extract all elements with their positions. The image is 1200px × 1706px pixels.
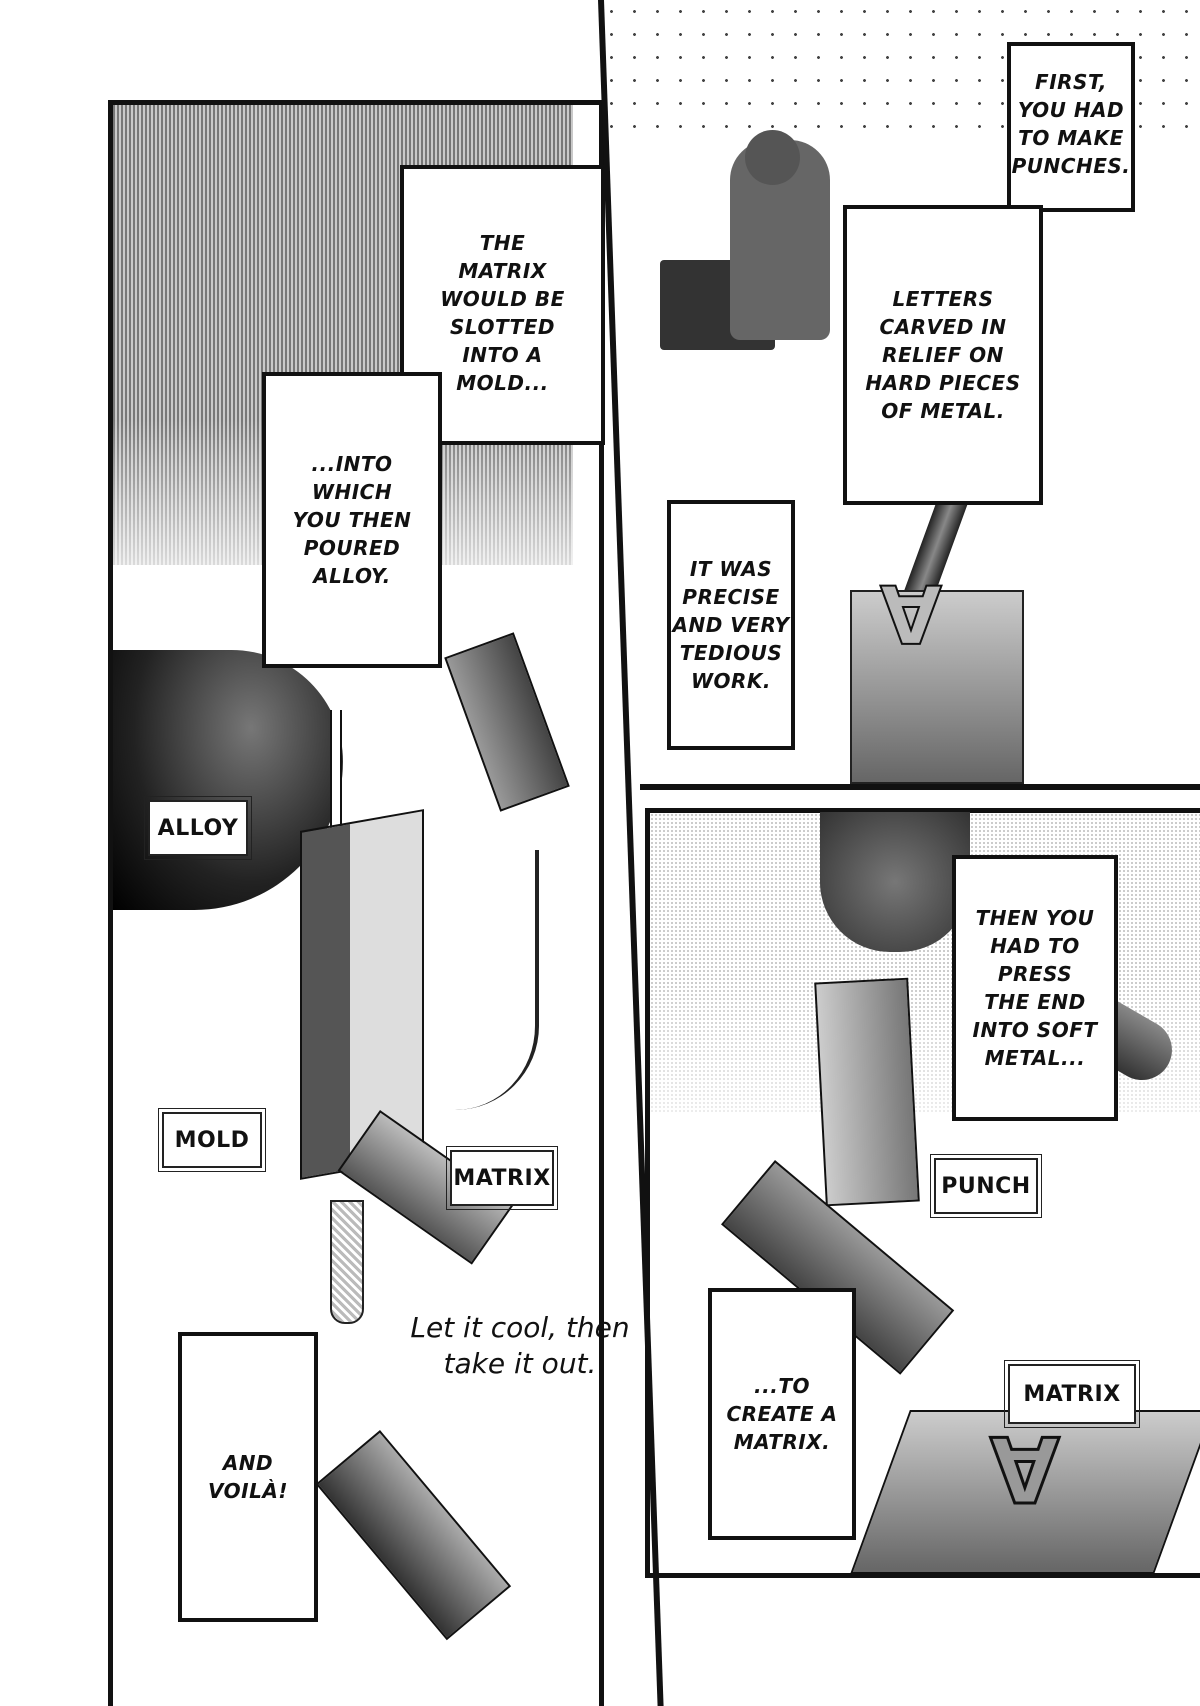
caption-create-matrix: ...TO CREATE A MATRIX. bbox=[708, 1288, 856, 1540]
caption-first-punches: FIRST, YOU HAD TO MAKE PUNCHES. bbox=[1007, 42, 1135, 212]
hammer-head bbox=[820, 812, 970, 952]
punch-illustration bbox=[814, 977, 920, 1207]
label-punch: PUNCH bbox=[930, 1154, 1042, 1218]
curved-arrow bbox=[455, 850, 539, 1110]
caption-tedious-work: IT WAS PRECISE AND VERY TEDIOUS WORK. bbox=[667, 500, 795, 750]
craftsman-illustration bbox=[650, 120, 850, 350]
caption-voila: AND VOILÀ! bbox=[178, 1332, 318, 1622]
down-arrow bbox=[330, 1200, 364, 1324]
caption-letters-carved: LETTERS CARVED IN RELIEF ON HARD PIECES … bbox=[843, 205, 1043, 505]
label-mold: MOLD bbox=[158, 1108, 266, 1172]
alloy-stream bbox=[330, 710, 342, 830]
caption-poured-alloy: ...INTO WHICH YOU THEN POURED ALLOY. bbox=[262, 372, 442, 668]
caption-matrix-slotted: THE MATRIX WOULD BE SLOTTED INTO A MOLD.… bbox=[400, 165, 605, 445]
letter-relief-glyph: ∀ bbox=[879, 569, 943, 664]
label-alloy: ALLOY bbox=[144, 796, 252, 860]
label-matrix: MATRIX bbox=[446, 1146, 558, 1210]
punch-block-carved bbox=[850, 590, 1024, 784]
matrix-glyph: ∀ bbox=[989, 1419, 1062, 1527]
caption-press-end: THEN YOU HAD TO PRESS THE END INTO SOFT … bbox=[952, 855, 1118, 1121]
label-matrix-right: MATRIX bbox=[1004, 1360, 1140, 1428]
panel-left bbox=[108, 100, 604, 1706]
panel-bottom-right bbox=[645, 808, 1200, 1578]
craftsman-head bbox=[745, 130, 800, 185]
mold-illustration bbox=[300, 809, 424, 1180]
handwritten-note: Let it cool, then take it out. bbox=[410, 1311, 630, 1380]
panel-divider-horizontal bbox=[640, 784, 1200, 790]
